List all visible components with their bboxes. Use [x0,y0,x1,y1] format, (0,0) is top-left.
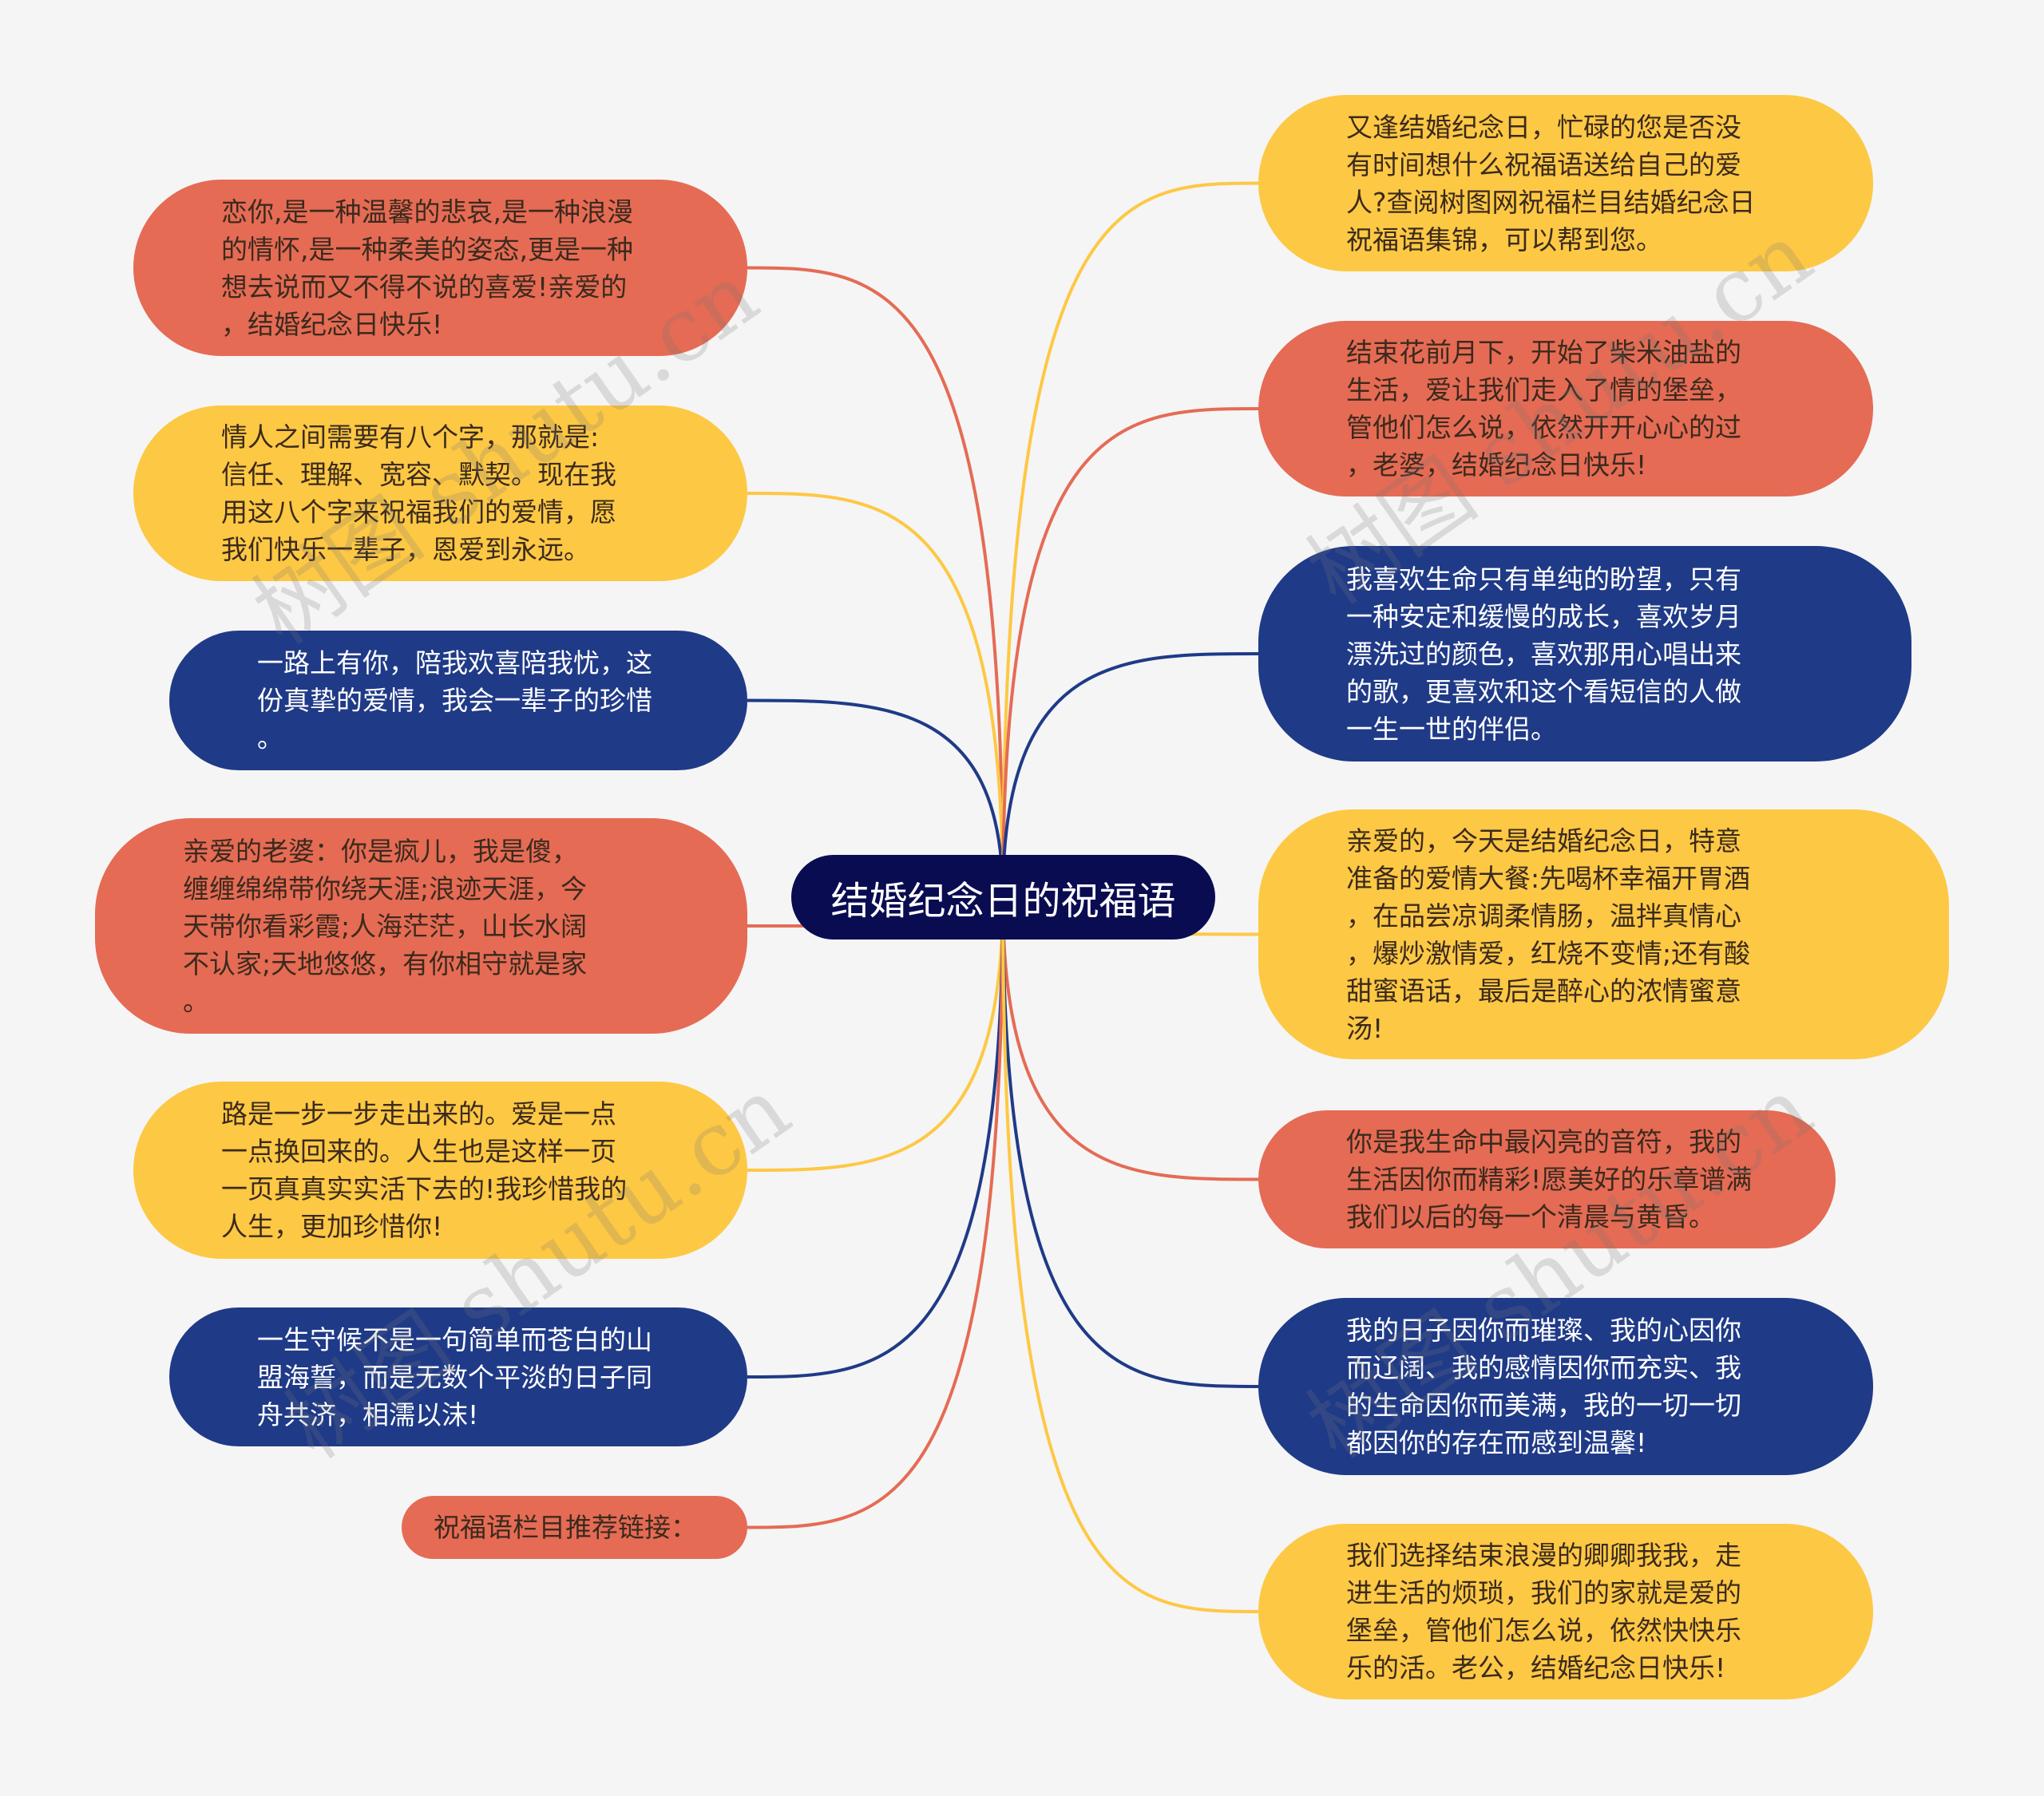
node-text-line: 盟海誓，而是无数个平淡的日子同 [257,1361,652,1393]
left-topic-node[interactable]: 一路上有你，陪我欢喜陪我忧，这份真挚的爱情，我会一辈子的珍惜。 [169,631,747,770]
node-text-line: 乐的活。老公，结婚纪念日快乐! [1346,1652,1726,1683]
node-text-line: 祝福语集锦，可以帮到您。 [1346,224,1662,255]
connector-line [747,896,1004,1379]
node-text-line: ，爆炒激情爱，红烧不变情;还有酸 [1346,937,1751,969]
node-text-line: 亲爱的，今天是结婚纪念日，特意 [1346,825,1741,856]
right-topic-node[interactable]: 你是我生命中最闪亮的音符，我的生活因你而精彩!愿美好的乐章谱满我们以后的每一个清… [1258,1110,1836,1248]
right-topic-node[interactable]: 又逢结婚纪念日，忙碌的您是否没有时间想什么祝福语送给自己的爱人?查阅树图网祝福栏… [1258,95,1873,271]
node-text-line: 。 [257,722,283,754]
connector-line [747,896,1004,1172]
node-text-line: ，结婚纪念日快乐! [221,308,443,340]
node-text-line: ，老婆，结婚纪念日快乐! [1346,449,1647,481]
connector-line [747,492,1004,898]
node-text-line: 我们选择结束浪漫的卿卿我我，走 [1346,1540,1741,1571]
node-text-line: 亲爱的老婆：你是疯儿，我是傻， [183,835,578,867]
node-text-line: 的歌，更喜欢和这个看短信的人做 [1346,675,1741,707]
node-text-line: 汤! [1346,1012,1384,1044]
central-topic[interactable]: 结婚纪念日的祝福语 [791,855,1215,940]
node-text-line: 想去说而又不得不说的喜爱!亲爱的 [221,271,628,303]
node-text-line: 舟共济，相濡以沫! [257,1398,479,1430]
right-topic-node[interactable]: 我的日子因你而璀璨、我的心因你而辽阔、我的感情因你而充实、我的生命因你而美满，我… [1258,1298,1873,1475]
node-text-line: 生活因你而精彩!愿美好的乐章谱满 [1346,1164,1753,1195]
node-text-line: 我的日子因你而璀璨、我的心因你 [1346,1315,1741,1346]
node-text-line: 。 [183,985,209,1017]
node-text-line: 漂洗过的颜色，喜欢那用心唱出来 [1346,638,1741,670]
left-topic-node[interactable]: 亲爱的老婆：你是疯儿，我是傻， 缠缠绵绵带你绕天涯;浪迹天涯，今天带你看彩霞;人海… [95,818,747,1034]
connector-line [747,266,1004,898]
node-text-line: 的情怀,是一种柔美的姿态,更是一种 [221,233,633,265]
connector-line [1001,896,1259,1613]
right-topic-node[interactable]: 亲爱的，今天是结婚纪念日，特意准备的爱情大餐:先喝杯幸福开胃酒 ，在品尝凉调柔情肠… [1258,809,1949,1059]
node-text-line: 一生守候不是一句简单而苍白的山 [257,1323,652,1355]
node-text-line: 信任、理解、宽容、默契。现在我 [221,459,616,490]
right-topic-node[interactable]: 结束花前月下，开始了柴米油盐的生活，爱让我们走入了情的堡垒， 管他们怎么说，依然开… [1258,321,1873,496]
node-text-line: 准备的爱情大餐:先喝杯幸福开胃酒 [1346,862,1751,894]
right-topic-node[interactable]: 我们选择结束浪漫的卿卿我我，走进生活的烦琐，我们的家就是爱的堡垒，管他们怎么说，… [1258,1524,1873,1699]
left-topic-node[interactable]: 一生守候不是一句简单而苍白的山盟海誓，而是无数个平淡的日子同舟共济，相濡以沫! [169,1307,747,1446]
node-text-line: 生活，爱让我们走入了情的堡垒， [1346,374,1741,405]
node-text-line: 一路上有你，陪我欢喜陪我忧，这 [257,647,652,678]
node-text-line: 管他们怎么说，依然开开心心的过 [1346,412,1741,443]
node-text-line: 一种安定和缓慢的成长，喜欢岁月 [1346,600,1741,632]
node-text-line: 又逢结婚纪念日，忙碌的您是否没 [1346,111,1741,143]
connector-line [1001,896,1259,1181]
connector-line [747,698,1004,898]
node-text-line: 都因你的存在而感到温馨! [1346,1427,1647,1458]
node-text-line: 你是我生命中最闪亮的音符，我的 [1346,1126,1741,1157]
left-topic-node[interactable]: 祝福语栏目推荐链接： [402,1496,747,1559]
node-text-line: 用这八个字来祝福我们的爱情，愿 [221,496,616,528]
node-text-line: ，在品尝凉调柔情肠，温拌真情心 [1346,900,1741,932]
connector-line [1001,407,1259,898]
node-text-line: 一生一世的伴侣。 [1346,713,1557,745]
node-text-line: 一点换回来的。人生也是这样一页 [221,1136,616,1167]
node-text-line: 缠缠绵绵带你绕天涯;浪迹天涯，今 [183,872,588,904]
node-text-line: 情人之间需要有八个字，那就是: [221,421,600,453]
node-text-line: 份真挚的爱情，我会一辈子的珍惜 [257,685,652,716]
left-topic-node[interactable]: 恋你,是一种温馨的悲哀,是一种浪漫的情怀,是一种柔美的姿态,更是一种想去说而又不… [133,180,747,356]
node-text-line: 不认家;天地悠悠，有你相守就是家 [183,947,588,979]
node-text-line: 进生活的烦琐，我们的家就是爱的 [1346,1577,1741,1608]
node-text-line: 人?查阅树图网祝福栏目结婚纪念日 [1346,186,1756,218]
node-text-line: 一页真真实实活下去的!我珍惜我的 [221,1173,628,1205]
node-text-line: 我们以后的每一个清晨与黄昏。 [1346,1201,1715,1232]
node-text-line: 堡垒，管他们怎么说，依然快快乐 [1346,1615,1741,1646]
node-text-line: 人生，更加珍惜你! [221,1211,443,1242]
node-text-line: 路是一步一步走出来的。爱是一点 [221,1098,616,1129]
node-text-line: 我喜欢生命只有单纯的盼望，只有 [1346,563,1741,595]
node-text-line: 有时间想什么祝福语送给自己的爱 [1346,148,1741,180]
node-text-line: 的生命因你而美满，我的一切一切 [1346,1390,1741,1421]
node-text-line: 祝福语栏目推荐链接： [434,1512,697,1543]
node-text-line: 恋你,是一种温馨的悲哀,是一种浪漫 [221,196,633,227]
node-text-line: 甜蜜语话，最后是醉心的浓情蜜意 [1346,975,1741,1007]
connector-line [1001,896,1259,1388]
left-topic-node[interactable]: 路是一步一步走出来的。爱是一点一点换回来的。人生也是这样一页一页真真实实活下去的… [133,1082,747,1259]
node-text-line: 天带你看彩霞;人海茫茫，山长水阔 [183,910,588,942]
node-text-line: 结束花前月下，开始了柴米油盐的 [1346,337,1741,368]
node-text-line: 而辽阔、我的感情因你而充实、我 [1346,1352,1741,1383]
connector-line [747,896,1004,1529]
connector-line [1001,181,1259,898]
right-topic-node[interactable]: 我喜欢生命只有单纯的盼望，只有一种安定和缓慢的成长，喜欢岁月漂洗过的颜色，喜欢那… [1258,546,1911,762]
left-topic-node[interactable]: 情人之间需要有八个字，那就是: 信任、理解、宽容、默契。现在我用这八个字来祝福我们… [133,405,747,581]
connector-line [1001,652,1259,898]
node-text-line: 我们快乐一辈子，恩爱到永远。 [221,534,590,565]
